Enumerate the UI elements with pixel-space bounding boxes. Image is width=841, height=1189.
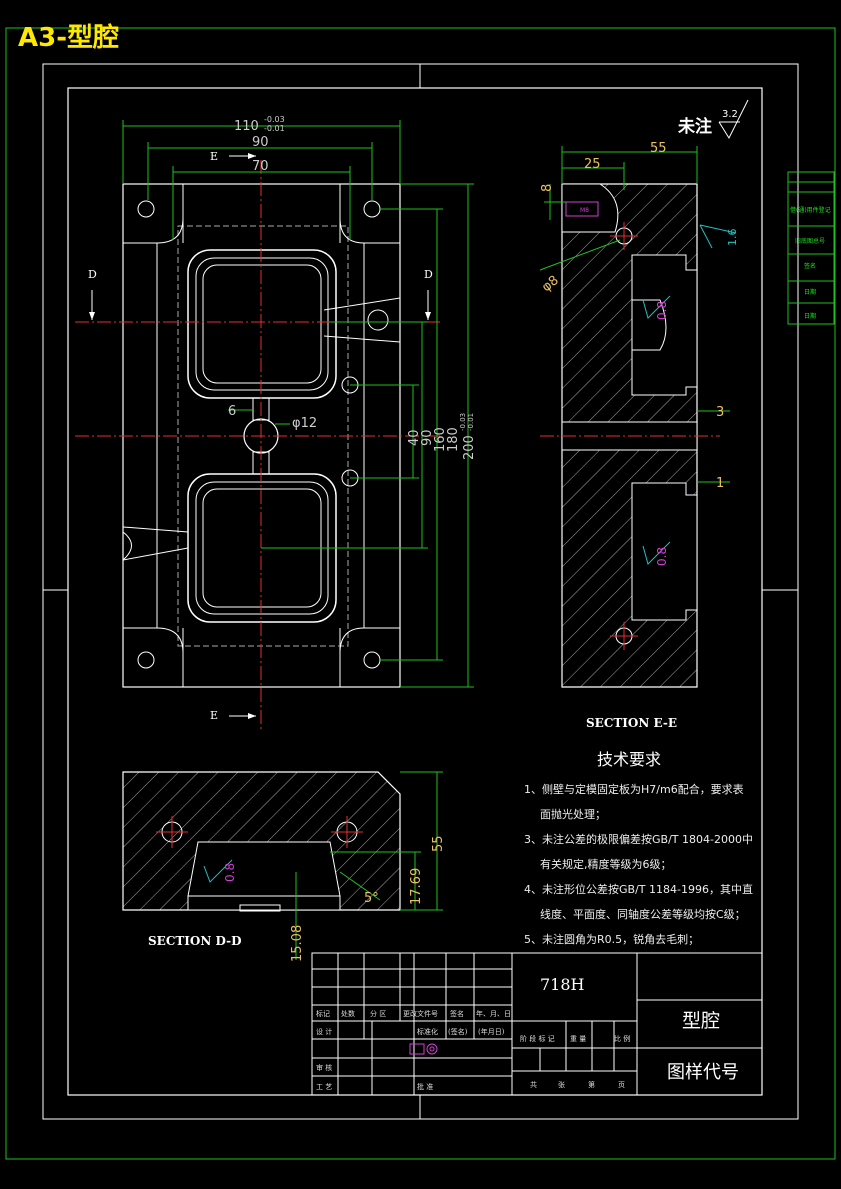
sheet-count: 共 xyxy=(530,1080,537,1089)
dim-width-110-tol-upper: -0.03 xyxy=(264,115,285,124)
dim-width-90: 90 xyxy=(252,135,269,150)
sheet-count: 第 xyxy=(588,1080,595,1089)
roughness-ee-08b: 0.8 xyxy=(655,547,669,566)
row-label: 年、月、日 xyxy=(476,1009,511,1018)
section-mark-e-top: E xyxy=(210,150,218,163)
tech-heading: 技术要求 xyxy=(597,750,661,769)
dim-dd-h55: 55 xyxy=(431,835,446,852)
tech-item: 1、侧壁与定模固定板为H7/m6配合，要求表 xyxy=(524,782,744,796)
section-dd-dimensions: 55 17.69 15.08 5° 0.8 xyxy=(203,771,446,962)
dim-ee-h8: 8 xyxy=(540,184,555,192)
plan-view xyxy=(75,160,440,730)
dim-ee-w25: 25 xyxy=(584,157,601,172)
side-strip-item: 旧底图总号 xyxy=(795,237,825,245)
surface-finish-note: 未注 3.2 xyxy=(677,99,749,140)
side-strip-item: 日期 xyxy=(804,312,816,320)
dim-dd-angle: 5° xyxy=(364,891,379,906)
sheet-count: 页 xyxy=(618,1081,625,1089)
side-strip-item: 日期 xyxy=(804,288,816,296)
dim-ee-dia8: φ8 xyxy=(539,273,562,295)
sheet-frames xyxy=(5,27,836,1160)
thread-label: M8 xyxy=(580,207,589,214)
section-dd-title: SECTION D-D xyxy=(148,934,242,948)
dim-width-70: 70 xyxy=(252,159,269,174)
side-strip-item: 签名 xyxy=(804,262,816,270)
tech-item: 面抛光处理； xyxy=(540,807,606,821)
dim-h200-tol-upper: -0.03 xyxy=(459,413,467,431)
row-label: 标记 xyxy=(316,1009,330,1018)
section-mark-e-bottom: E xyxy=(210,709,218,722)
design-label: 设 计 xyxy=(316,1027,332,1036)
projection-symbol xyxy=(409,1043,438,1055)
roughness-ee-08a: 0.8 xyxy=(655,301,669,320)
section-markers: E E D D xyxy=(88,150,433,722)
tech-requirements: 技术要求 1、侧壁与定模固定板为H7/m6配合，要求表 面抛光处理； 3、未注公… xyxy=(524,750,753,946)
stage-mark: 阶 段 标 记 xyxy=(520,1034,555,1043)
dim-width-110-tol-lower: -0.01 xyxy=(264,124,285,133)
stage-mark: 重 量 xyxy=(570,1035,586,1043)
dim-h200-tol-lower: -0.01 xyxy=(467,413,475,431)
dim-h180: 180 xyxy=(446,427,461,452)
tech-item: 5、未注圆角为R0.5，锐角去毛刺； xyxy=(524,932,699,946)
section-ee-dimensions: 55 25 8 φ8 3 1 1.6 0.8 0.8 xyxy=(539,141,739,566)
dim-gate-dia: φ12 xyxy=(292,416,317,431)
format-title: A3-型腔 xyxy=(18,23,119,53)
row-label: 更改文件号 xyxy=(403,1009,438,1018)
dim-dd-h15: 15.08 xyxy=(290,925,305,962)
review-label: 审 核 xyxy=(316,1063,332,1072)
dim-ee-w55: 55 xyxy=(650,141,667,156)
date-label: (年月日) xyxy=(478,1027,505,1036)
sheet-count: 张 xyxy=(558,1080,565,1089)
dim-h40: 40 xyxy=(407,429,422,446)
surface-finish-label: 未注 xyxy=(677,116,712,137)
row-label: 签名 xyxy=(450,1009,464,1018)
roughness-dd-08: 0.8 xyxy=(223,863,237,882)
dim-gate-6: 6 xyxy=(228,404,236,419)
section-mark-d-left: D xyxy=(88,268,97,281)
dim-h160: 160 xyxy=(433,427,448,452)
dim-h90: 90 xyxy=(420,429,435,446)
standardize-label: 标准化 xyxy=(417,1027,438,1036)
roughness-ee-16: 1.6 xyxy=(726,229,739,247)
plan-dimensions: 110 -0.03 -0.01 90 70 6 φ12 40 90 160 18… xyxy=(122,115,477,688)
side-strip: 借(通)用件登记 旧底图总号 签名 日期 日期 xyxy=(787,171,835,325)
row-label: 处数 xyxy=(341,1009,355,1018)
section-mark-d-right: D xyxy=(424,268,433,281)
dim-dd-h17: 17.69 xyxy=(409,868,424,905)
dim-width-110: 110 xyxy=(234,119,259,134)
tech-item: 3、未注公差的极限偏差按GB/T 1804-2000中 xyxy=(524,832,753,846)
approve-label: 批 准 xyxy=(417,1082,433,1091)
tech-item: 有关规定,精度等级为6级； xyxy=(540,857,672,871)
side-strip-item: 借(通)用件登记 xyxy=(790,206,831,214)
dim-h200: 200 xyxy=(462,435,477,460)
row-label: 分 区 xyxy=(370,1009,386,1018)
section-ee-title: SECTION E-E xyxy=(586,716,677,730)
surface-finish-value: 3.2 xyxy=(722,109,738,120)
drawing-code-label: 图样代号 xyxy=(667,1062,739,1083)
dim-ee-d3: 3 xyxy=(716,405,724,420)
part-name: 型腔 xyxy=(682,1010,720,1032)
dim-ee-d1: 1 xyxy=(716,476,724,491)
section-dd xyxy=(122,771,401,912)
tech-item: 4、未注形位公差按GB/T 1184-1996，其中直 xyxy=(524,882,753,896)
title-block: 718H 型腔 图样代号 标记 处数 分 区 更改文件号 签名 年、月、日 设 … xyxy=(311,952,763,1096)
process-label: 工 艺 xyxy=(316,1083,332,1091)
section-ee: M8 xyxy=(540,183,720,688)
material: 718H xyxy=(540,975,585,994)
tech-item: 线度、平面度、同轴度公差等级均按C级； xyxy=(540,907,746,921)
stage-mark: 比 例 xyxy=(614,1034,630,1043)
sign-label: (签名) xyxy=(448,1027,468,1036)
